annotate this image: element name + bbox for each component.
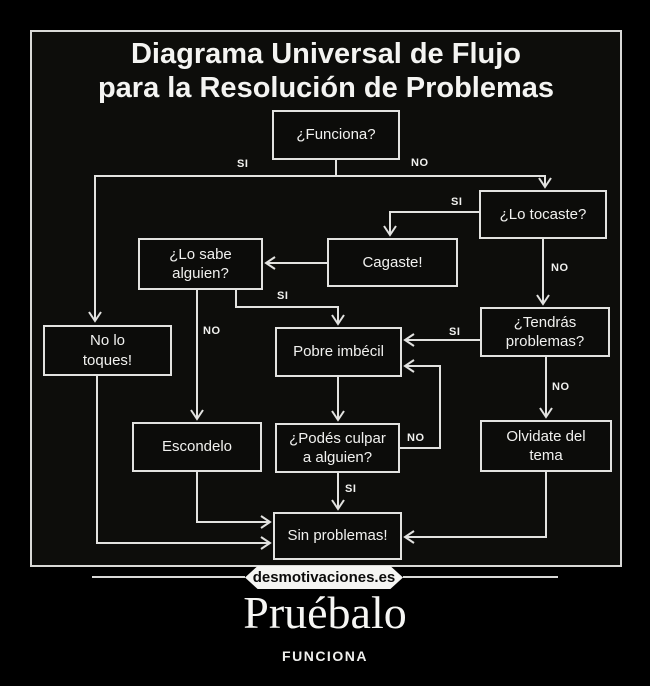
watermark-right-wing xyxy=(403,576,558,578)
edge-funciona-lo-tocaste xyxy=(336,175,552,189)
node-no-lo-toques: No lo toques! xyxy=(43,325,172,376)
watermark-text: desmotivaciones.es xyxy=(252,569,396,586)
diagram-title: Diagrama Universal de Flujo para la Reso… xyxy=(30,37,622,105)
edge-label-si-funciona: SI xyxy=(237,158,249,170)
caption-title: Pruébalo xyxy=(243,587,407,638)
watermark-left-wing xyxy=(92,576,245,578)
edge-lo-sabe-pobre-imbecil xyxy=(235,288,345,326)
node-lo-sabe-alguien: ¿Lo sabe alguien? xyxy=(138,238,263,290)
edge-label-no-lo-sabe: NO xyxy=(203,325,221,337)
edge-label-no-tendras: NO xyxy=(552,381,570,393)
caption-subtitle: FUNCIONA xyxy=(282,648,368,664)
edge-olvidate-sin-problemas xyxy=(403,472,547,544)
edge-funciona-no-lo-toques xyxy=(88,160,337,323)
edge-label-no-podes-culpar: NO xyxy=(407,432,425,444)
node-escondelo: Escondelo xyxy=(132,422,262,472)
node-tendras-problemas: ¿Tendrás problemas? xyxy=(480,307,610,357)
node-olvidate-del-tema: Olvidate del tema xyxy=(480,420,612,472)
edge-label-si-podes-culpar: SI xyxy=(345,483,357,495)
diagram-title-line2: para la Resolución de Problemas xyxy=(97,72,555,105)
edge-label-no-lo-tocaste: NO xyxy=(551,262,569,274)
edge-label-si-tendras: SI xyxy=(449,326,461,338)
node-pobre-imbecil: Pobre imbécil xyxy=(275,327,402,377)
edge-label-si-lo-sabe: SI xyxy=(277,290,289,302)
edge-lo-tocaste-cagaste xyxy=(383,211,479,237)
edge-label-no-funciona: NO xyxy=(411,157,429,169)
edge-escondelo-sin-problemas xyxy=(196,472,272,529)
edge-podes-culpar-pobre-imbecil-loop xyxy=(400,359,441,449)
edge-no-lo-toques-sin-problemas xyxy=(96,375,272,550)
edge-label-si-lo-tocaste: SI xyxy=(451,196,463,208)
node-funciona: ¿Funciona? xyxy=(272,110,400,160)
node-podes-culpar: ¿Podés culpar a alguien? xyxy=(275,423,400,473)
watermark-banner: desmotivaciones.es xyxy=(245,566,403,589)
node-lo-tocaste: ¿Lo tocaste? xyxy=(479,190,607,239)
diagram-title-line1: Diagrama Universal de Flujo xyxy=(130,38,521,70)
node-cagaste: Cagaste! xyxy=(327,238,458,287)
node-sin-problemas: Sin problemas! xyxy=(273,512,402,560)
